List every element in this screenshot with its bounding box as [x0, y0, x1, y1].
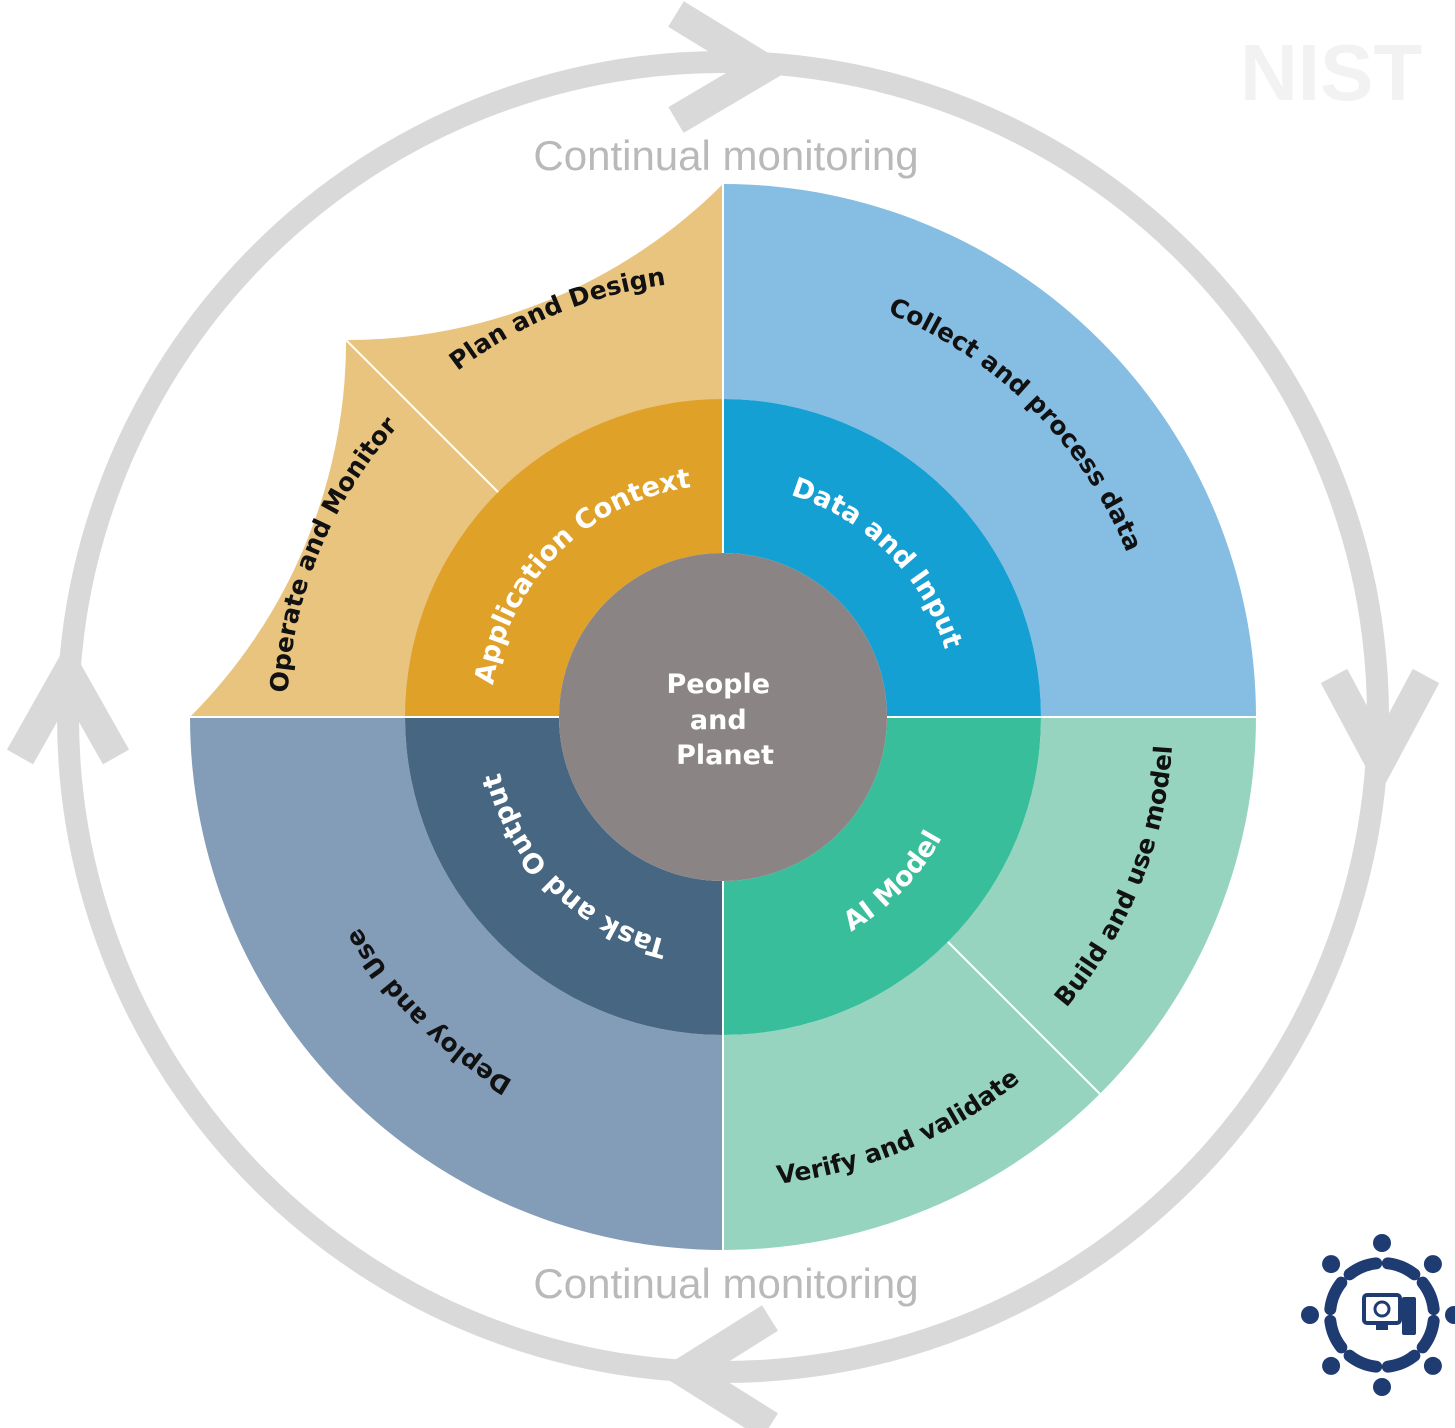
center-label-line-3: Planet — [676, 740, 774, 771]
logo-person-head — [1322, 1356, 1341, 1375]
center-label-line-1: People — [667, 669, 771, 700]
cycle-arrow-right-icon — [1320, 668, 1440, 794]
logo-person-body — [1343, 1257, 1383, 1281]
center-label: People and Planet — [667, 669, 780, 771]
logo-person-body — [1381, 1257, 1421, 1281]
cycle-ring — [57, 51, 1389, 1383]
continual-monitoring-bottom-label: Continual monitoring — [533, 1260, 918, 1307]
logo-person-body — [1324, 1276, 1348, 1316]
center-circle — [559, 553, 887, 881]
segment-task-and-output — [405, 717, 723, 1035]
cycle-arrow-bottom-icon — [655, 1305, 778, 1428]
continual-monitoring-top-label: Continual monitoring — [533, 132, 918, 179]
segment-collect-and-process-data — [723, 184, 1256, 717]
team-around-computer-icon — [1301, 1234, 1455, 1396]
logo-person-body — [1324, 1314, 1348, 1354]
segment-verify-and-validate — [723, 941, 1100, 1250]
computer-tower-icon — [1402, 1297, 1416, 1335]
logo-person-body — [1343, 1349, 1383, 1373]
cycle-arrow-top-icon — [668, 1, 794, 133]
logo-person-head — [1373, 1234, 1391, 1252]
segment-build-and-use-model — [947, 717, 1256, 1094]
segment-deploy-and-use — [190, 717, 723, 1250]
outer-ring — [190, 184, 1256, 1250]
divider-build-verify — [947, 941, 1101, 1095]
logo-person-head — [1373, 1378, 1391, 1396]
monitor-icon — [1362, 1293, 1402, 1325]
segment-application-context — [405, 399, 723, 717]
logo-person-body — [1416, 1314, 1440, 1354]
inner-ring — [405, 399, 1041, 1035]
nist-watermark: NIST — [1240, 28, 1422, 117]
logo-person-head — [1423, 1255, 1442, 1274]
continual-monitoring-cycle — [6, 1, 1440, 1428]
logo-person-head — [1322, 1255, 1341, 1274]
divider-operate-plan — [345, 339, 499, 493]
logo-person-body — [1381, 1349, 1421, 1373]
logo-person-head — [1445, 1306, 1455, 1324]
logo-person-head — [1301, 1306, 1319, 1324]
segment-data-and-input — [723, 399, 1041, 717]
check-badge-icon — [1373, 1300, 1391, 1318]
logo-person-head — [1423, 1356, 1442, 1375]
cycle-arrow-left-icon — [6, 641, 130, 765]
logo-person-body — [1416, 1276, 1440, 1316]
center-label-line-2: and — [690, 705, 747, 736]
monitor-stand-icon — [1376, 1323, 1388, 1330]
segment-ai-model — [723, 717, 1041, 1035]
